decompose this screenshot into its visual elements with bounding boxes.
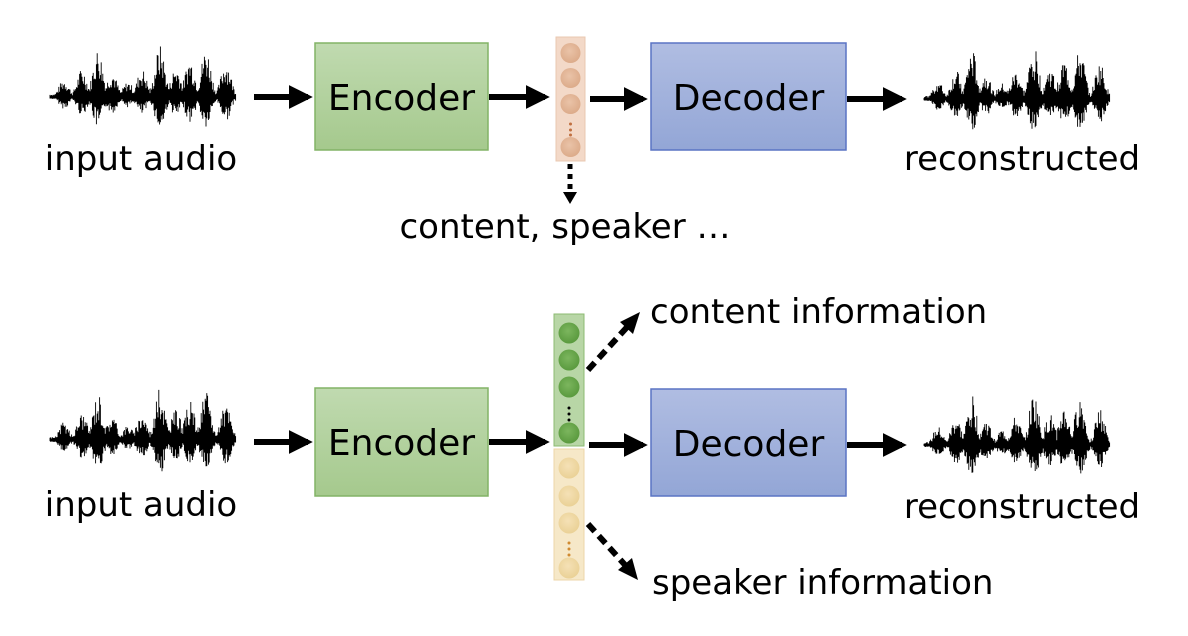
decoder-block: Decoder	[650, 42, 847, 151]
ellipsis-dot	[569, 122, 572, 126]
ellipsis-dot	[567, 412, 571, 416]
waveform-trace	[49, 389, 237, 472]
encoder-block: Encoder	[314, 387, 489, 497]
content-information-label: content information	[650, 292, 987, 332]
ellipsis-dot	[567, 553, 571, 557]
encoder-block: Encoder	[314, 42, 489, 151]
latent-unit	[558, 485, 580, 507]
input-waveform-icon	[49, 389, 237, 472]
ellipsis-dot	[567, 406, 571, 410]
latent-unit	[560, 68, 581, 88]
waveform-trace	[49, 46, 237, 127]
encoder-label: Encoder	[328, 423, 475, 464]
ellipsis-dot	[569, 133, 572, 137]
speaker-latent-vector	[553, 448, 585, 581]
arrow-to-content-info	[585, 323, 631, 373]
speaker-information-label: speaker information	[652, 563, 993, 603]
arrow-head	[620, 312, 640, 334]
latent-unit	[560, 43, 581, 63]
latent-vector	[555, 36, 586, 162]
ellipsis-dot	[569, 128, 572, 132]
waveform-trace	[923, 396, 1111, 474]
input-waveform-icon	[49, 46, 237, 127]
latent-unit	[560, 94, 581, 114]
decoder-label: Decoder	[673, 78, 825, 119]
decoder-block: Decoder	[650, 388, 847, 497]
latent-unit	[560, 137, 581, 157]
reconstructed-label: reconstructed	[904, 487, 1140, 527]
latent-unit	[558, 322, 580, 344]
output-waveform-icon	[923, 396, 1111, 474]
reconstructed-label: reconstructed	[904, 139, 1140, 179]
latent-unit	[558, 422, 580, 444]
bottom-pipeline: input audio Encoder	[45, 292, 1140, 603]
arrow-to-speaker-info	[585, 521, 629, 569]
latent-annotation: content, speaker …	[399, 207, 730, 247]
arrow-head	[618, 558, 638, 580]
latent-unit	[558, 457, 580, 479]
arrow-head	[563, 192, 577, 204]
ellipsis-dot	[567, 547, 571, 551]
ellipsis-dot	[567, 418, 571, 422]
ellipsis-dot	[567, 541, 571, 545]
latent-unit	[558, 512, 580, 534]
encoder-label: Encoder	[328, 78, 475, 119]
waveform-trace	[923, 51, 1111, 130]
top-pipeline: input audio Encoder content, speaker …	[45, 36, 1140, 247]
output-waveform-icon	[923, 51, 1111, 130]
input-audio-label: input audio	[45, 485, 237, 525]
latent-unit	[558, 376, 580, 398]
latent-unit	[558, 349, 580, 371]
content-latent-vector	[553, 313, 585, 447]
latent-unit	[558, 557, 580, 579]
input-audio-label: input audio	[45, 139, 237, 179]
decoder-label: Decoder	[673, 424, 825, 465]
